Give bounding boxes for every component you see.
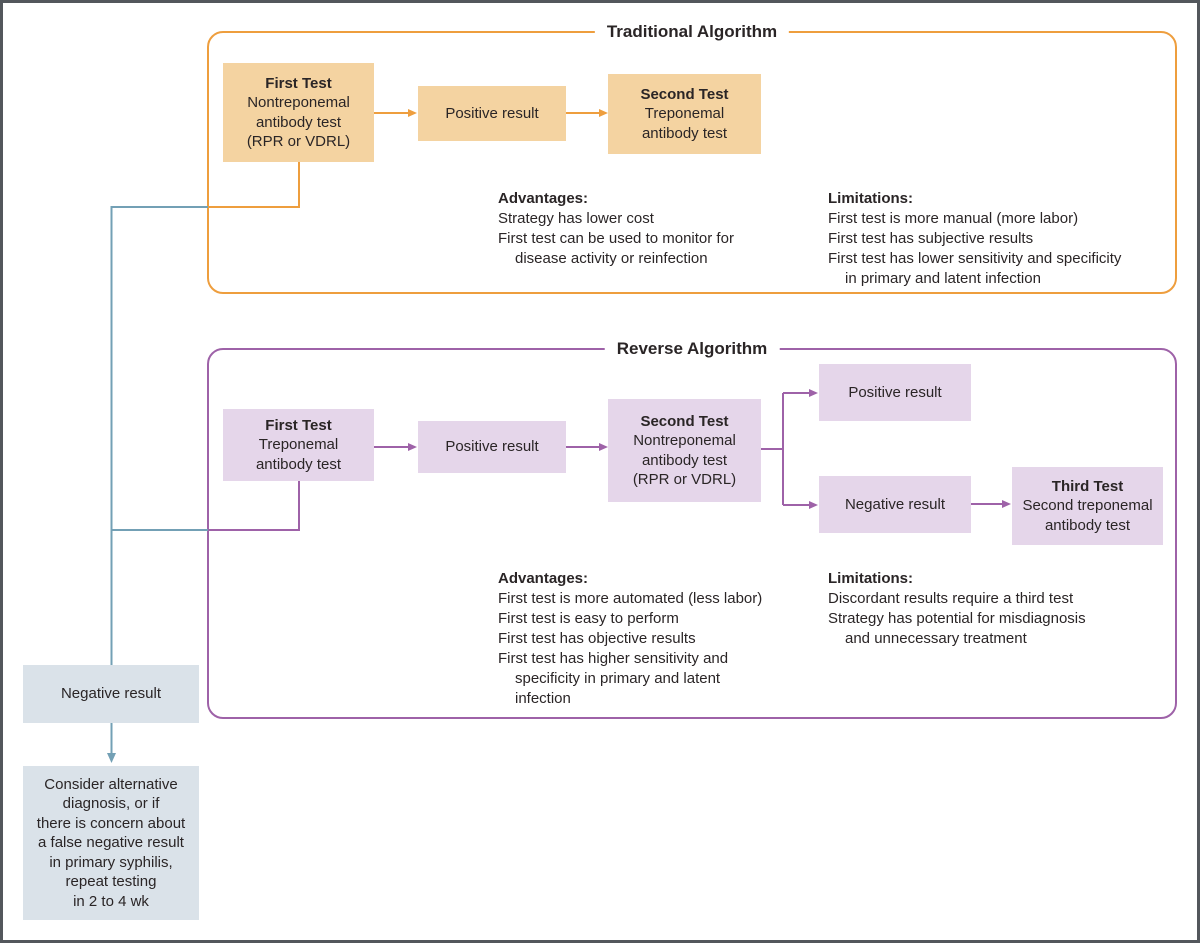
trad-second-test-line: Treponemal [644,105,725,123]
rev-limitations-line: Discordant results require a third test [828,590,1074,607]
consider-line: in 2 to 4 wk [73,892,149,910]
rev-limitations-heading: Limitations: [828,570,913,587]
rev-third-test-line: antibody test [1044,516,1131,534]
rev-first-test-title: First Test [265,416,332,434]
line-negative-vertical [110,206,208,665]
trad-positive-result-label: Positive result [445,104,539,122]
line-trad-negative-elbow [208,162,300,208]
rev-advantages-block: Advantages: First test is more automated… [498,569,762,709]
rev-advantages-line: specificity in primary and latent [515,670,721,687]
trad-first-test-line: (RPR or VDRL) [246,133,351,150]
traditional-algorithm-container: Traditional Algorithm [207,20,1177,294]
rev-second-test-line: Nontreponemal [633,432,736,449]
consider-alternative-box: Consider alternative diagnosis, or if th… [23,766,199,920]
trad-second-test-box: Second Test Treponemal antibody test [608,74,761,154]
rev-advantages-line: infection [515,690,571,707]
trad-positive-result-box: Positive result [418,86,566,141]
trad-limitations-block: Limitations: First test is more manual (… [828,189,1121,289]
trad-second-test-title: Second Test [640,85,729,103]
reverse-algorithm-container: Reverse Algorithm [207,337,1177,719]
trad-advantages-line: disease activity or reinfection [515,250,708,267]
rev-branch-negative-box: Negative result [819,476,971,533]
rev-first-test-line: antibody test [255,455,342,473]
trad-limitations-line: in primary and latent infection [845,270,1041,287]
rev-advantages-line: First test has objective results [498,630,696,647]
reverse-algorithm-title: Reverse Algorithm [604,337,780,361]
rev-second-test-line: antibody test [641,451,728,469]
trad-second-test-line: antibody test [641,124,728,142]
trad-first-test-line: antibody test [255,113,342,131]
traditional-algorithm-title: Traditional Algorithm [594,20,790,44]
trad-advantages-heading: Advantages: [498,190,589,207]
trad-advantages-line: Strategy has lower cost [498,210,654,227]
rev-branch-negative-label: Negative result [844,495,946,513]
rev-first-test-box: First Test Treponemal antibody test [223,409,374,481]
rev-second-test-line: (RPR or VDRL) [632,471,737,488]
rev-positive-result-label: Positive result [445,438,539,456]
rev-limitations-block: Limitations: Discordant results require … [828,569,1086,649]
rev-third-test-title: Third Test [1051,477,1124,495]
consider-line: repeat testing [65,873,157,891]
trad-limitations-line: First test has subjective results [828,230,1034,247]
trad-first-test-title: First Test [265,74,332,92]
rev-first-test-line: Treponemal [258,436,339,454]
consider-line: in primary syphilis, [49,853,173,871]
consider-line: diagnosis, or if [62,795,160,813]
rev-advantages-line: First test is easy to perform [498,610,679,627]
negative-result-box: Negative result [23,665,199,723]
trad-first-test-box: First Test Nontreponemal antibody test (… [223,63,374,162]
rev-advantages-heading: Advantages: [498,570,589,587]
line-rev-negative-elbow [208,481,300,531]
rev-third-test-box: Third Test Second treponemal antibody te… [1012,467,1163,545]
rev-second-test-box: Second Test Nontreponemal antibody test … [608,399,761,502]
trad-limitations-line: First test is more manual (more labor) [828,210,1079,227]
connector-lines [107,109,1011,763]
line-rev-branch [761,393,784,505]
trad-first-test-line: Nontreponemal [247,94,350,111]
rev-branch-positive-label: Positive result [848,383,942,401]
rev-limitations-line: Strategy has potential for misdiagnosis [828,610,1086,627]
rev-positive-result-box: Positive result [418,421,566,473]
rev-second-test-title: Second Test [640,412,729,430]
trad-advantages-block: Advantages: Strategy has lower cost Firs… [498,189,734,269]
rev-advantages-line: First test has higher sensitivity and [498,650,729,667]
trad-limitations-heading: Limitations: [828,190,913,207]
consider-line: Consider alternative [44,775,178,793]
consider-line: a false negative result [38,834,184,852]
consider-line: there is concern about [36,814,186,832]
trad-limitations-line: First test has lower sensitivity and spe… [828,250,1122,267]
negative-result-label: Negative result [60,685,162,703]
trad-advantages-line: First test can be used to monitor for [498,230,734,247]
rev-limitations-line: and unnecessary treatment [845,630,1027,647]
rev-advantages-line: First test is more automated (less labor… [498,590,763,607]
rev-third-test-line: Second treponemal [1022,497,1153,515]
rev-branch-positive-box: Positive result [819,364,971,421]
